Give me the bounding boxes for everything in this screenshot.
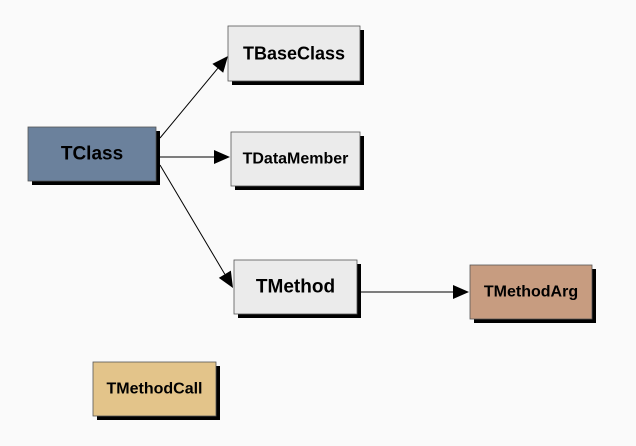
node-box	[469, 264, 593, 320]
node-box	[92, 361, 217, 417]
node-tbaseclass[interactable]: TBaseClass	[227, 25, 364, 85]
node-box	[233, 259, 358, 315]
edges-layer	[159, 56, 469, 299]
node-tmethod[interactable]: TMethod	[233, 259, 361, 318]
edge-tclass-to-tdatamember	[160, 150, 230, 164]
node-label: TClass	[61, 144, 123, 165]
edge-line	[159, 164, 226, 275]
node-box	[230, 131, 361, 187]
arrowhead	[218, 270, 233, 288]
node-label: TDataMember	[243, 151, 349, 168]
node-label: TMethodCall	[107, 381, 203, 398]
node-tclass[interactable]: TClass	[27, 126, 160, 185]
edge-line	[159, 67, 219, 139]
node-label: TMethodArg	[484, 284, 578, 301]
node-label: TMethod	[256, 277, 335, 298]
edge-tclass-to-tbaseclass	[159, 56, 228, 139]
arrowhead	[453, 285, 469, 299]
node-tmethodarg[interactable]: TMethodArg	[469, 264, 596, 323]
edge-tmethod-to-tmethodarg	[361, 285, 469, 299]
node-tmethodcall[interactable]: TMethodCall	[92, 361, 220, 420]
node-box	[27, 126, 157, 182]
node-tdatamember[interactable]: TDataMember	[230, 131, 364, 190]
node-label: TBaseClass	[243, 44, 345, 64]
arrowhead	[214, 150, 230, 164]
edge-tclass-to-tmethod	[159, 164, 233, 288]
node-box	[227, 25, 361, 82]
arrowhead	[212, 56, 228, 73]
